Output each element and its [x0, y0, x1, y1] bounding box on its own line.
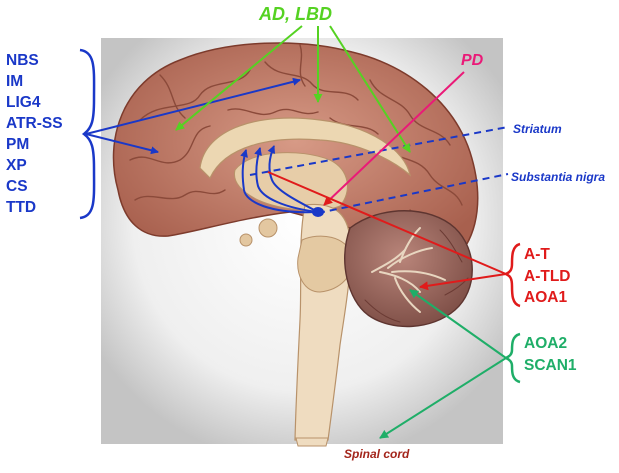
disorder-label: XP	[6, 155, 63, 176]
substantia-nigra-dot	[312, 207, 324, 217]
ad-lbd-label: AD, LBD	[259, 4, 332, 25]
green-disorder-list: AOA2 SCAN1	[524, 333, 577, 377]
pd-label: PD	[461, 52, 483, 70]
disorder-label: LIG4	[6, 92, 63, 113]
disorder-label: IM	[6, 71, 63, 92]
cerebellum	[345, 211, 472, 327]
disorder-label: NBS	[6, 50, 63, 71]
disorder-label: AOA1	[524, 287, 571, 309]
substantia-nigra-label: Substantia nigra	[511, 170, 605, 184]
disorder-label: A-TLD	[524, 266, 571, 288]
disorder-label: A-T	[524, 244, 571, 266]
blue-disorder-list: NBS IM LIG4 ATR-SS PM XP CS TTD	[6, 50, 63, 218]
disorder-label: TTD	[6, 197, 63, 218]
pituitary	[259, 219, 277, 237]
disorder-label: SCAN1	[524, 355, 577, 377]
disorder-label: ATR-SS	[6, 113, 63, 134]
red-brace	[506, 244, 520, 306]
spinal-cord	[296, 438, 328, 446]
mammillary-body	[240, 234, 252, 246]
green-brace	[506, 334, 520, 382]
red-disorder-list: A-T A-TLD AOA1	[524, 244, 571, 309]
disorder-label: AOA2	[524, 333, 577, 355]
disorder-label: PM	[6, 134, 63, 155]
spinal-cord-label: Spinal cord	[344, 447, 409, 461]
striatum-label: Striatum	[513, 122, 562, 136]
disorder-label: CS	[6, 176, 63, 197]
